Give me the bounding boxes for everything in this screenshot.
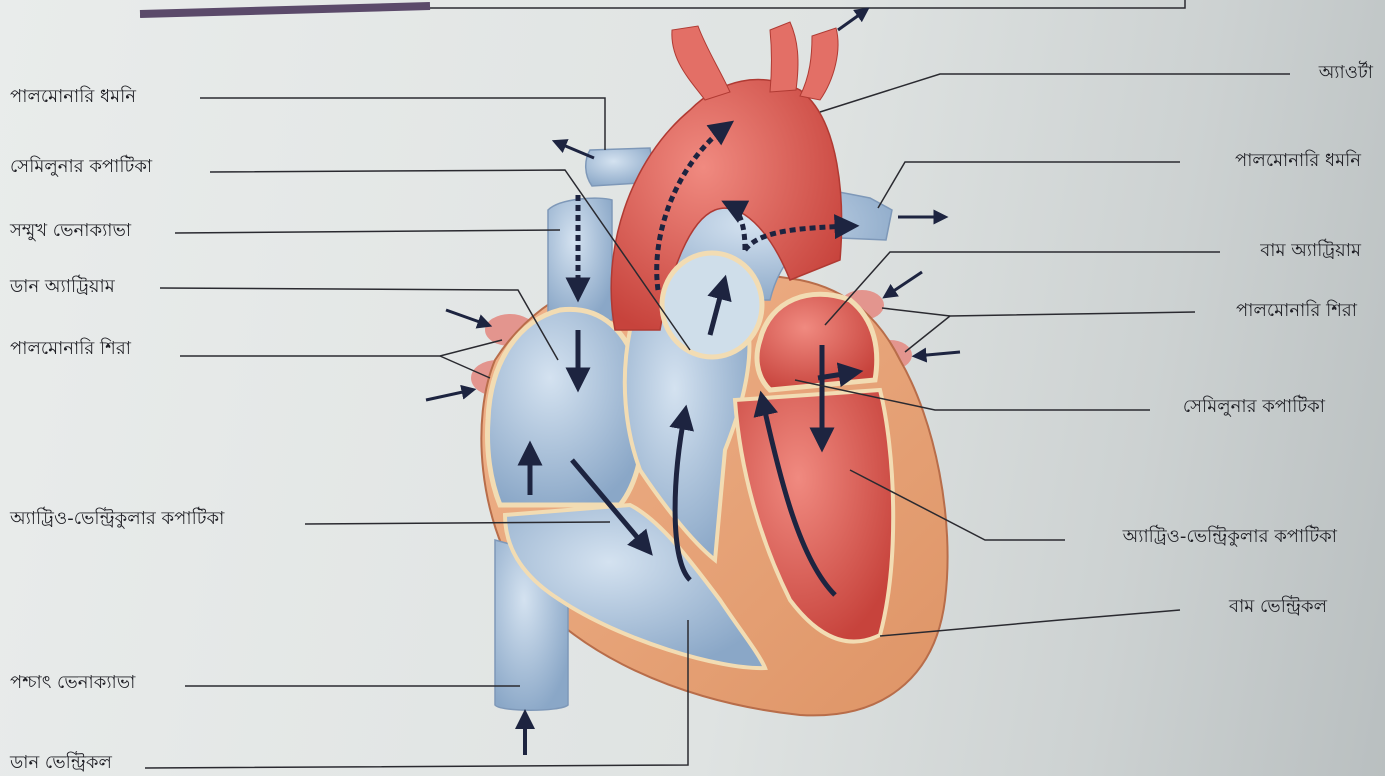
label-inferior-vena-cava: পশ্চাৎ ভেনাক্যাভা — [10, 672, 135, 694]
arrow-in-pv-right-lower — [916, 352, 960, 356]
top-strip — [140, 0, 1185, 16]
label-pulmonary-veins-left: পালমোনারি শিরা — [10, 338, 131, 360]
label-av-valve-left: অ্যাট্রিও-ভেন্ট্রিকুলার কপাটিকা — [10, 508, 224, 530]
leader-pv-right-2 — [882, 308, 950, 316]
label-pulmonary-veins-right: পালমোনারি শিরা — [1236, 300, 1357, 322]
label-superior-vena-cava: সম্মুখ ভেনাক্যাভা — [10, 220, 131, 242]
arrow-in-pv-left-upper — [446, 310, 488, 325]
arrow-in-pv-left-lower — [426, 390, 472, 400]
arrow-out-aorta — [838, 10, 866, 30]
heart — [471, 22, 948, 715]
label-aorta: অ্যাওর্টা — [1319, 62, 1373, 84]
leader-pv-left — [180, 340, 502, 356]
leader-pulmonary-artery-left — [200, 98, 605, 150]
leader-svc — [175, 230, 560, 233]
arrow-out-pa-left — [556, 142, 594, 158]
label-pulmonary-artery-left: পালমোনারি ধমনি — [10, 86, 136, 108]
arrow-in-pv-right-upper — [886, 272, 922, 296]
label-av-valve-right: অ্যাট্রিও-ভেন্ট্রিকুলার কপাটিকা — [1123, 526, 1337, 548]
pulmonary-valve — [662, 253, 762, 357]
leader-pulmonary-artery-right — [878, 162, 1180, 208]
leader-aorta — [820, 74, 1290, 112]
label-left-atrium: বাম অ্যাট্রিয়াম — [1260, 240, 1361, 262]
label-left-ventricle: বাম ভেন্ট্রিকল — [1229, 596, 1327, 618]
label-right-atrium: ডান অ্যাট্রিয়াম — [10, 276, 115, 298]
leader-pv-right — [905, 312, 1195, 352]
aortic-branch-2 — [770, 22, 798, 92]
label-right-ventricle: ডান ভেন্ট্রিকল — [10, 752, 112, 774]
label-semilunar-valve-right: সেমিলুনার কপাটিকা — [1183, 396, 1325, 418]
label-pulmonary-artery-right: পালমোনারি ধমনি — [1235, 150, 1361, 172]
aortic-branch-3 — [800, 28, 838, 100]
label-semilunar-valve-left: সেমিলুনার কপাটিকা — [10, 156, 152, 178]
leader-left-atrium — [825, 252, 1220, 325]
left-atrium — [757, 294, 877, 390]
aortic-branch-1 — [672, 26, 730, 100]
